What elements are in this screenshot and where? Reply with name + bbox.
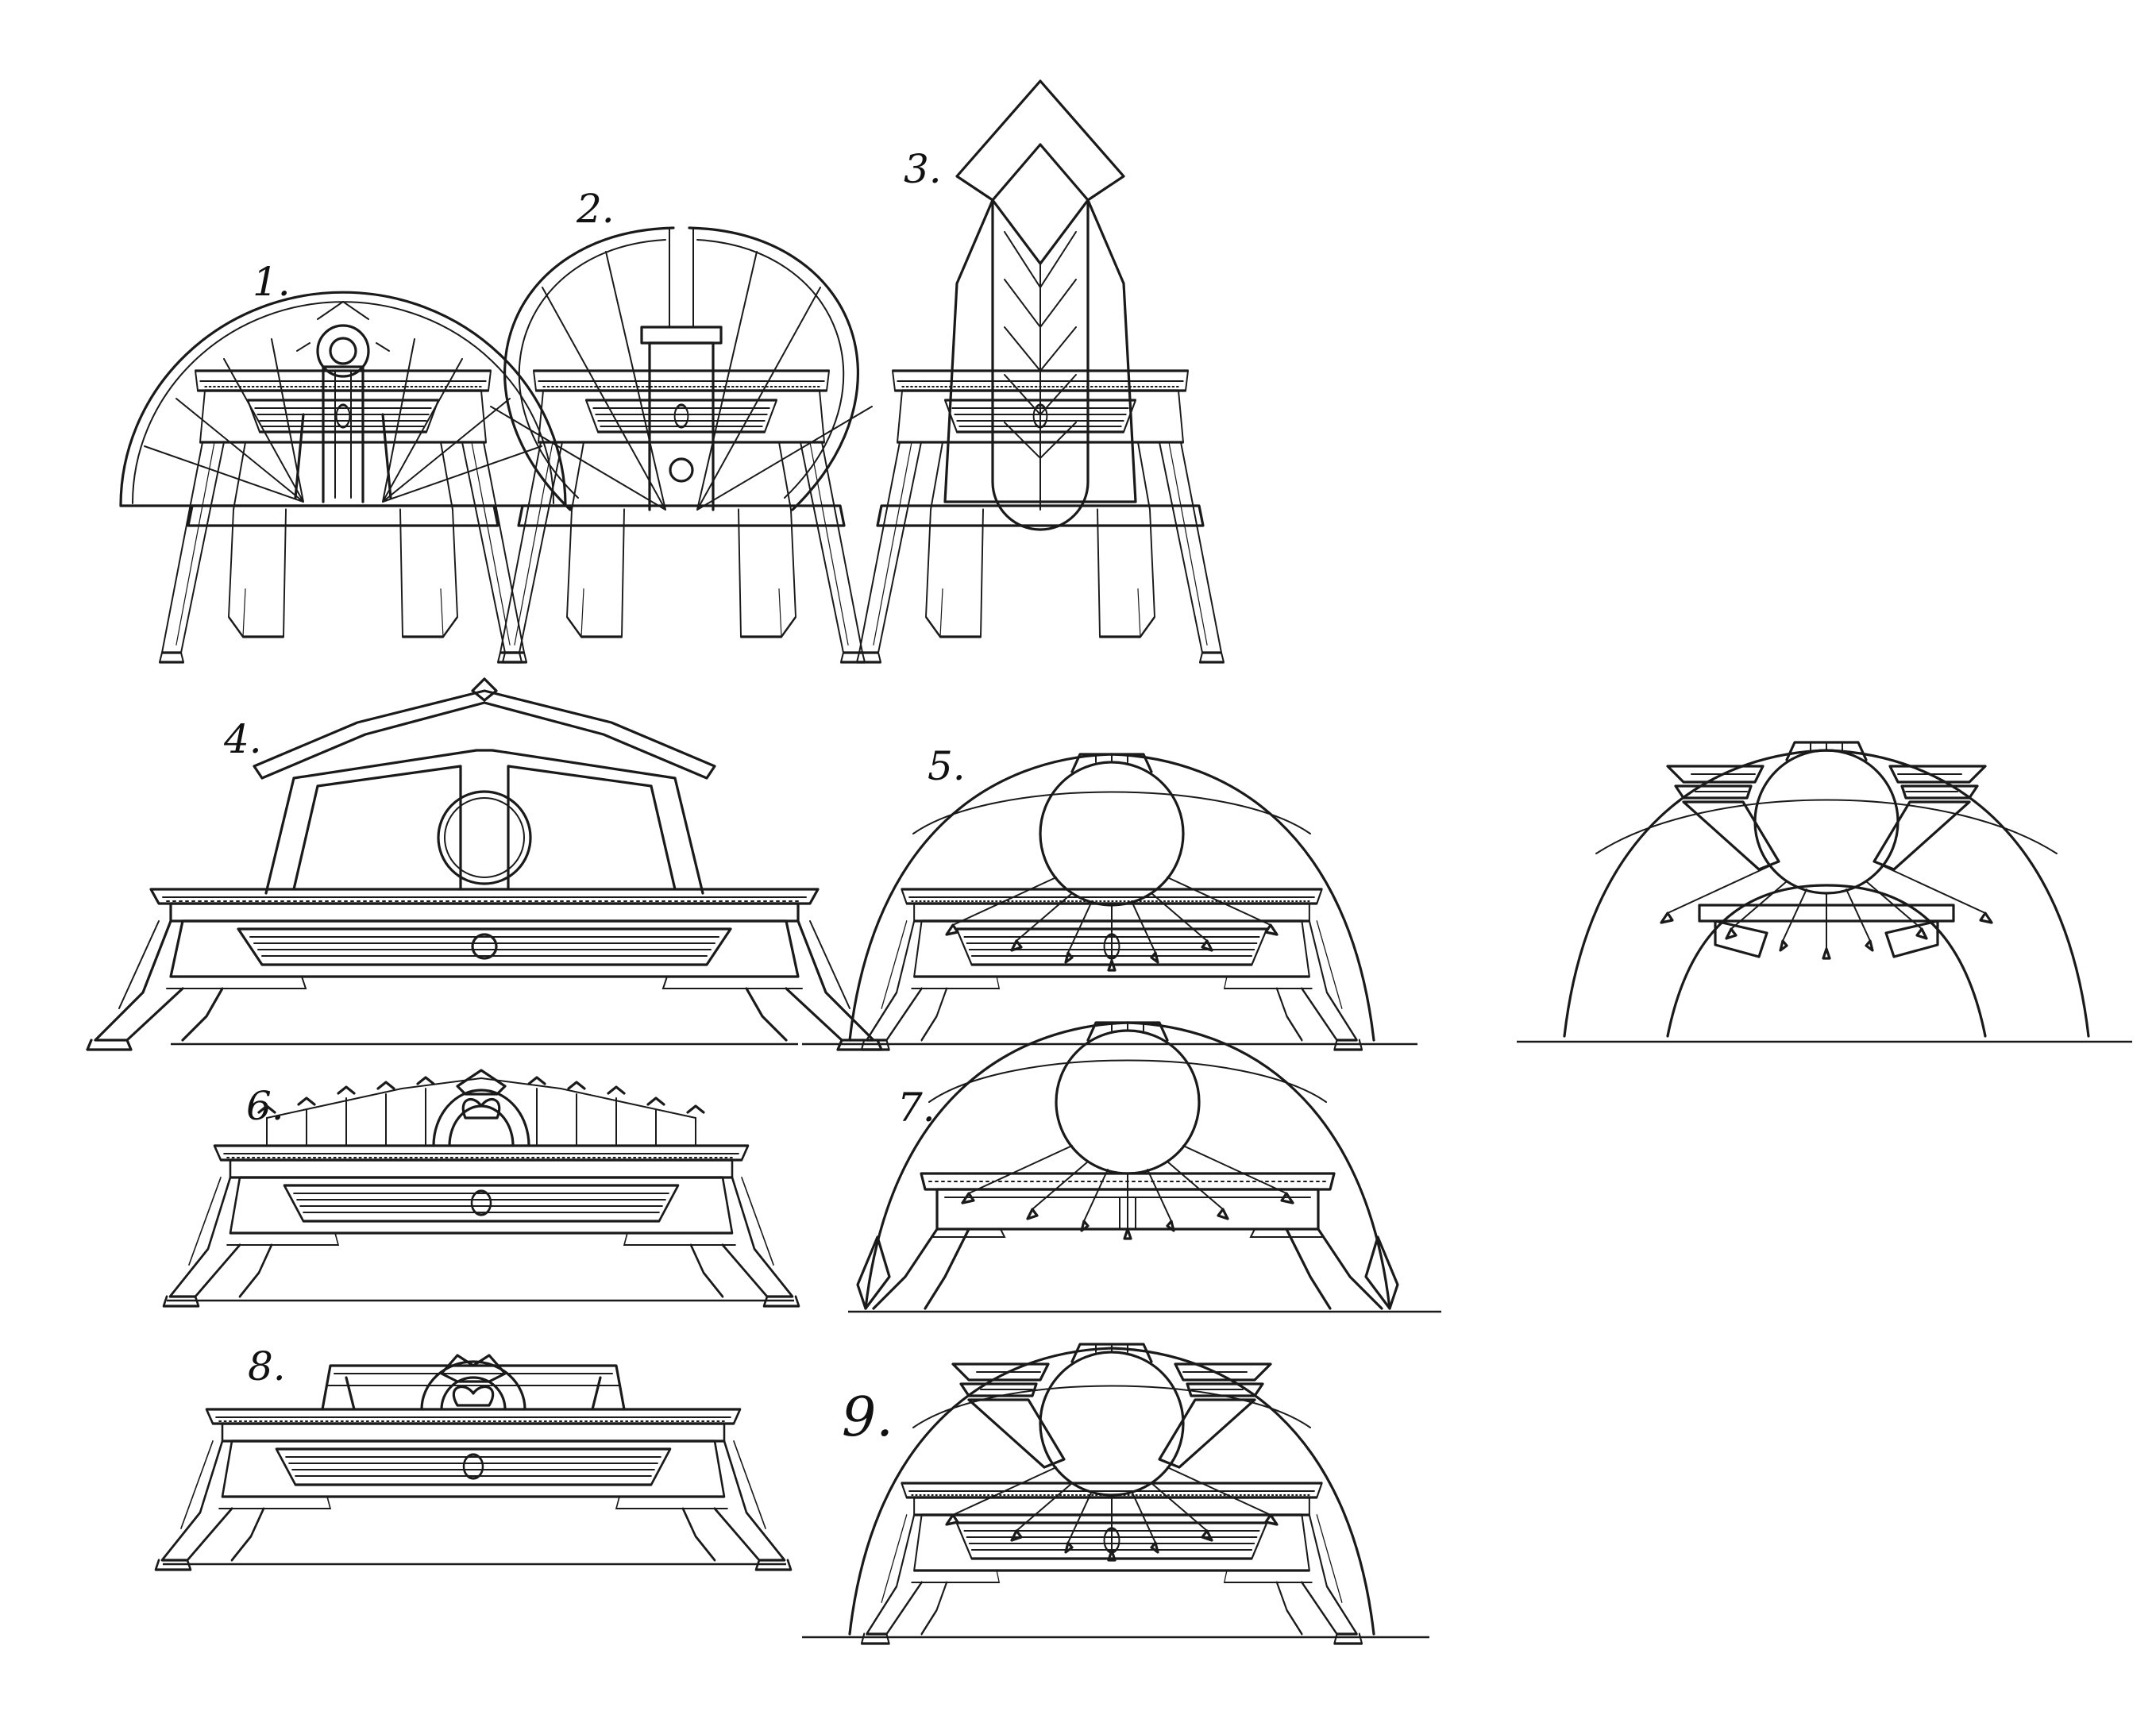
- design-6-sketch: [162, 1069, 800, 1308]
- design-7-sketch: [856, 1021, 1399, 1310]
- design-1-sketch: [119, 291, 567, 664]
- label-design-5: 5.: [928, 743, 966, 789]
- label-design-2: 2.: [576, 186, 615, 232]
- label-design-4: 4.: [223, 716, 262, 762]
- design-9-sketch: [848, 1343, 1375, 1645]
- label-design-9: 9.: [842, 1386, 893, 1449]
- design-8-sketch: [154, 1354, 793, 1571]
- label-design-8: 8.: [248, 1343, 286, 1389]
- label-design-3: 3.: [904, 146, 942, 192]
- design-4-sketch: [86, 677, 883, 1051]
- design-5-sketch: [848, 753, 1375, 1051]
- label-design-7: 7.: [897, 1085, 935, 1131]
- label-design-1: 1.: [253, 259, 291, 305]
- design-2-sketch: [490, 226, 873, 664]
- design-5b-sketch: [1563, 741, 2090, 1038]
- design-3-sketch: [855, 79, 1225, 664]
